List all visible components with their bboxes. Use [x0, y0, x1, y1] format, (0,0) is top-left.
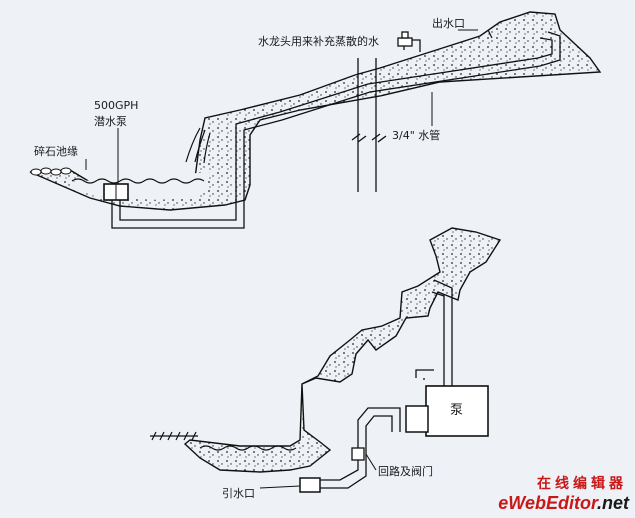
intake-label: 引水口	[222, 487, 255, 500]
submersible-pump-label: 潜水泵	[94, 115, 127, 128]
lower-ground-hatch	[150, 431, 198, 441]
lower-leaders	[259, 453, 377, 489]
lower-pond-wave	[199, 445, 297, 451]
watermark: 在线编辑器 eWebEditor.net	[498, 473, 629, 514]
pump-label: 泵	[450, 403, 464, 418]
pipe-break-marks	[351, 133, 387, 143]
intake-box	[299, 477, 321, 493]
upper-waterfall	[185, 127, 211, 164]
lower-cascade-rock	[183, 227, 502, 473]
valve-icon	[351, 447, 365, 461]
faucet-icon	[397, 31, 421, 52]
upper-pipe-outer	[111, 31, 561, 229]
lower-pipe-inner	[310, 291, 445, 489]
upper-pipe-inner	[119, 37, 553, 221]
outlet-spout	[487, 29, 493, 39]
pump-body	[425, 385, 489, 437]
gravel-stones	[30, 167, 72, 176]
outlet-label: 出水口	[432, 17, 465, 30]
pump-rating-label: 500GPH	[94, 99, 139, 112]
pump-feed-pipe	[415, 369, 434, 380]
upper-bank	[29, 11, 602, 211]
gravel-edge-label: 碎石池缘	[34, 145, 78, 158]
watermark-en-suffix: .net	[596, 493, 629, 513]
watermark-en-prefix: eWebEditor	[498, 493, 597, 513]
watermark-cn: 在线编辑器	[537, 475, 627, 491]
pipe-size-label: 3/4" 水管	[392, 129, 441, 142]
faucet-note-label: 水龙头用来补充蒸散的水	[258, 35, 379, 48]
upper-pond-wave	[71, 178, 205, 184]
upper-leaders	[85, 29, 478, 184]
watermark-en: eWebEditor.net	[498, 493, 629, 514]
return-valve-label: 回路及阀门	[378, 465, 433, 478]
pump-motor	[405, 405, 429, 433]
